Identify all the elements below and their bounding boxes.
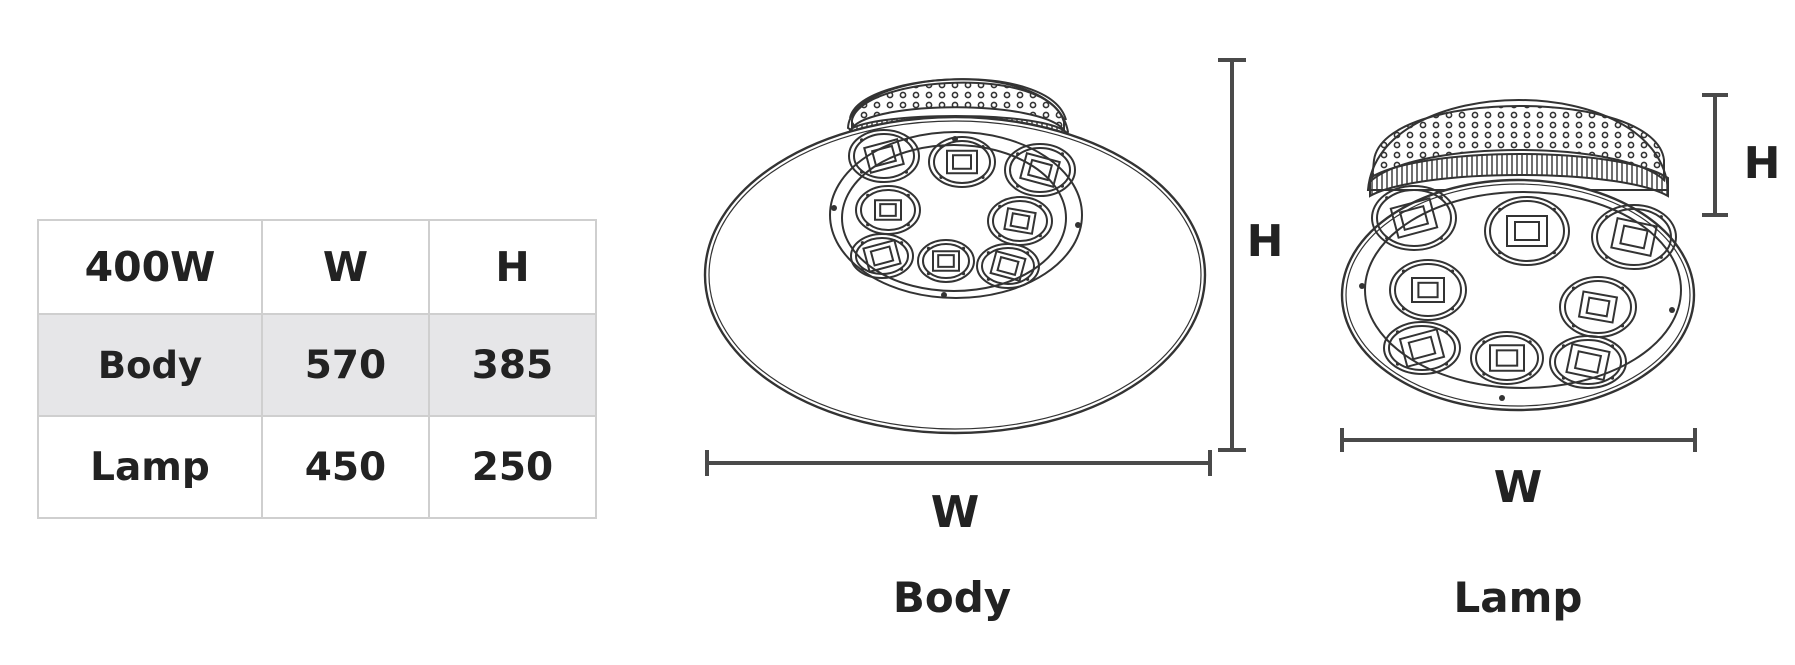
table-cell: Body (37, 313, 263, 417)
lamp-dimension-lines (1340, 93, 1728, 452)
table-cell: 450 (261, 415, 430, 519)
body-dimension-lines (705, 58, 1246, 476)
body-height-label: H (1247, 216, 1284, 267)
led-module-icon (976, 243, 1040, 289)
table-header-cell: 400W (37, 219, 263, 315)
led-module-icon (1549, 335, 1627, 389)
lamp-led-modules (1371, 185, 1677, 389)
body-led-modules (848, 129, 1076, 289)
led-module-icon (1389, 259, 1467, 321)
lamp-height-label: H (1744, 138, 1781, 189)
led-module-icon (848, 129, 920, 183)
table-cell: Lamp (37, 415, 263, 519)
table-row: Body 570 385 (37, 313, 597, 417)
led-module-icon (928, 136, 996, 188)
table-header-cell: W (261, 219, 430, 315)
led-module-icon (1470, 331, 1544, 385)
led-module-icon (1371, 185, 1457, 251)
led-module-icon (1484, 196, 1570, 266)
led-module-icon (1004, 143, 1076, 197)
lamp-width-label: W (1494, 462, 1543, 513)
body-caption: Body (893, 573, 1011, 622)
led-module-icon (1383, 321, 1461, 375)
led-module-icon (1591, 204, 1677, 270)
table-cell: 385 (428, 313, 597, 417)
lamp-caption: Lamp (1454, 573, 1583, 622)
lamp-illustration (1340, 99, 1696, 412)
spec-table: 400W W H Body 570 385 Lamp 450 250 (37, 219, 597, 519)
table-header-cell: H (428, 219, 597, 315)
table-cell: 570 (261, 313, 430, 417)
led-module-icon (917, 239, 975, 283)
table-row: Lamp 450 250 (37, 415, 597, 519)
body-width-label: W (931, 487, 980, 538)
led-module-icon (850, 233, 914, 279)
body-lamp-illustration (703, 78, 1207, 435)
table-cell: 250 (428, 415, 597, 519)
table-header-row: 400W W H (37, 219, 597, 315)
